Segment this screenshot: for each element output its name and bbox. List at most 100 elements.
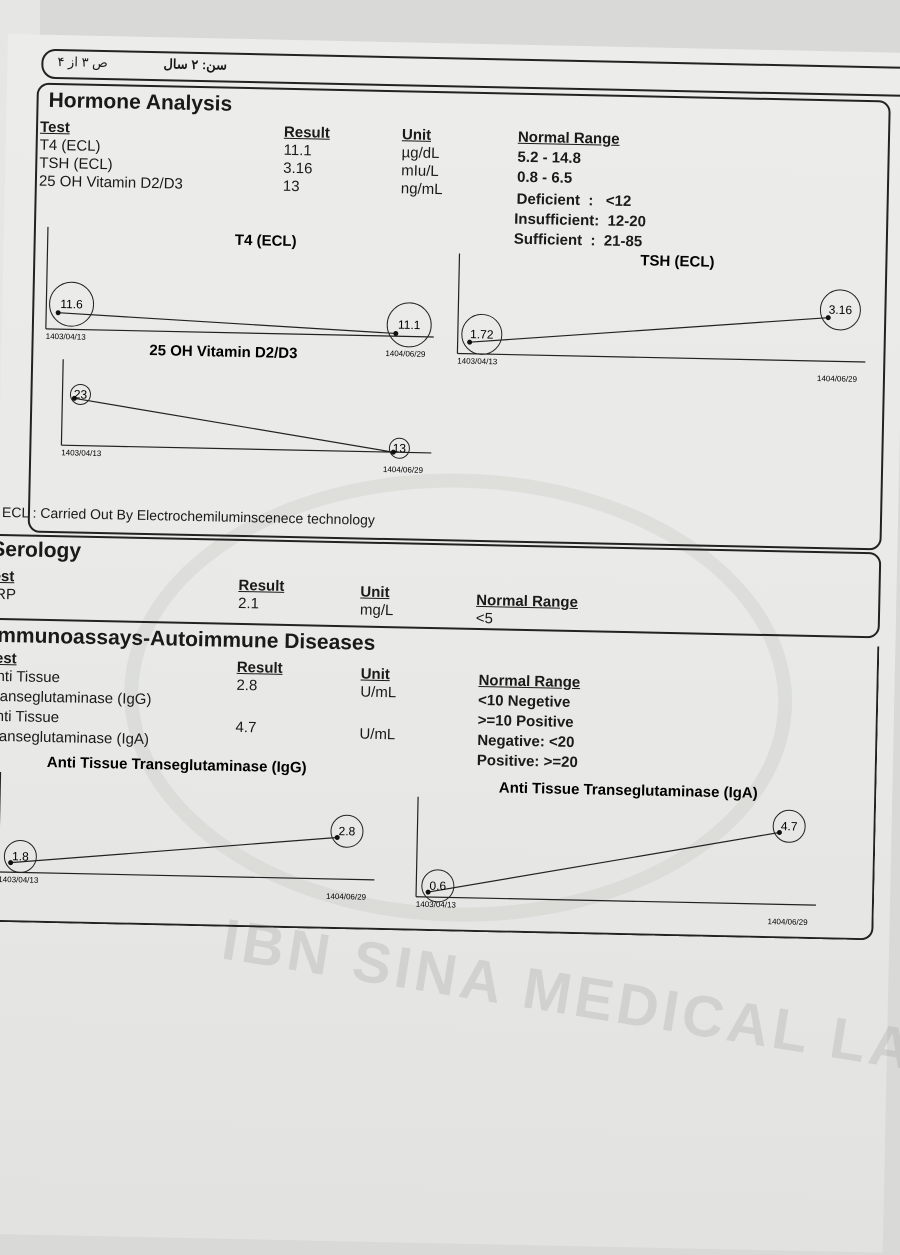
data-label: 1.72: [470, 327, 494, 341]
report-page: IBN SINA MEDICAL LAB. ص ۳ از ۴ سن: ۲ سال…: [0, 34, 900, 1253]
test-range: <10 Negetive: [477, 691, 571, 711]
test-range: 5.2 - 14.8: [517, 148, 582, 168]
patient-age: سن: ۲ سال: [163, 56, 228, 73]
test-name: CRP: [0, 585, 17, 604]
y-axis: [60, 359, 64, 446]
data-point: [425, 889, 431, 895]
x-axis: [0, 871, 375, 881]
data-bubble: [330, 814, 364, 848]
chart-t4: T4 (ECL) 11.6 1403/04/13 11.1 1404/06/29: [45, 226, 434, 359]
test-result: 11.1: [283, 141, 312, 160]
page-number: ص ۳ از ۴: [57, 54, 109, 71]
data-label: 23: [74, 387, 88, 401]
x-tick-label: 1403/04/13: [0, 875, 39, 885]
test-result: 13: [282, 177, 300, 196]
data-point: [467, 339, 473, 345]
data-label: 4.7: [781, 819, 798, 833]
y-axis: [0, 771, 2, 872]
col-result: Result: [238, 576, 285, 595]
data-label: 1.8: [12, 849, 29, 863]
range-insufficient: Insufficient: 12-20: [514, 210, 647, 231]
test-name: 25 OH Vitamin D2/D3: [38, 172, 184, 193]
data-point: [825, 315, 831, 321]
test-range: 0.8 - 6.5: [516, 168, 573, 187]
y-axis: [45, 226, 49, 329]
test-range: Deficient : <12: [516, 190, 632, 211]
data-bubble: [461, 313, 503, 355]
chart-igg: Anti Tissue Transeglutaminase (IgG) 1.8 14…: [0, 754, 375, 902]
data-bubble: [421, 869, 455, 903]
test-name: Transeglutaminase (IgA): [0, 727, 150, 749]
section-title: Hormone Analysis: [48, 88, 233, 116]
test-unit: mg/L: [359, 601, 394, 620]
chart-title: T4 (ECL): [235, 232, 297, 250]
test-range: >=10 Positive: [477, 711, 574, 731]
series-line: [428, 831, 780, 893]
data-bubble: [69, 383, 91, 405]
x-tick-label: 1403/04/13: [46, 332, 87, 342]
section-title: Serology: [0, 537, 82, 563]
test-name: Anti Tissue: [0, 707, 60, 727]
data-point: [390, 449, 396, 455]
immuno-section: Immunoassays-Autoimmune Diseases Test An…: [0, 624, 880, 941]
data-bubble: [3, 839, 37, 873]
col-test: Test: [0, 567, 15, 586]
data-point: [55, 310, 61, 316]
data-bubble: [386, 302, 432, 348]
test-range: Negative: <20: [477, 731, 575, 752]
test-name: T4 (ECL): [39, 136, 101, 155]
x-axis: [457, 352, 866, 363]
data-label: 11.6: [60, 297, 83, 311]
col-range: Normal Range: [476, 591, 579, 612]
test-unit: ng/mL: [400, 180, 443, 199]
col-range: Normal Range: [478, 671, 581, 692]
chart-iga: Anti Tissue Transeglutaminase (IgA)0.614…: [415, 779, 816, 927]
data-label: 2.8: [338, 824, 355, 838]
col-range: Normal Range: [517, 128, 620, 148]
y-axis: [456, 253, 461, 354]
x-axis: [61, 444, 432, 454]
test-name: TSH (ECL): [39, 154, 113, 174]
data-label: 11.1: [398, 318, 421, 332]
x-tick-label: 1404/06/29: [817, 374, 858, 384]
x-tick-label: 1404/06/29: [326, 892, 367, 902]
test-result: 3.16: [283, 159, 313, 178]
data-bubble: [772, 809, 806, 843]
chart-title: TSH (ECL): [640, 252, 715, 271]
y-axis: [415, 796, 419, 897]
footnote: ECL : Carried Out By Electrochemiluminsc…: [1, 503, 376, 528]
test-range: Positive: >=20: [476, 751, 578, 772]
test-result: 2.1: [237, 594, 260, 613]
test-unit: mIu/L: [401, 162, 439, 181]
data-label: 13: [393, 441, 407, 455]
col-unit: Unit: [401, 126, 432, 144]
data-bubble: [49, 281, 95, 327]
series-line: [74, 397, 394, 453]
data-point: [71, 395, 77, 401]
test-unit: µg/dL: [401, 144, 440, 163]
series-line: [469, 317, 829, 343]
hormone-section: Hormone Analysis Test Result Unit Normal…: [2, 82, 891, 551]
series-line: [10, 836, 338, 864]
col-result: Result: [236, 658, 283, 677]
x-axis: [416, 896, 816, 906]
data-point: [8, 860, 14, 866]
chart-title: Anti Tissue Transeglutaminase (IgG): [47, 754, 307, 776]
test-unit: U/mL: [360, 683, 397, 702]
data-point: [334, 834, 340, 840]
col-unit: Unit: [360, 665, 391, 684]
x-tick-label: 1403/04/13: [416, 900, 457, 910]
data-point: [393, 330, 399, 336]
col-test: Test: [0, 649, 17, 668]
chart-title: 25 OH Vitamin D2/D3: [149, 342, 297, 362]
col-test: Test: [39, 118, 70, 137]
data-point: [776, 829, 782, 835]
x-tick-label: 1404/06/29: [767, 917, 808, 927]
col-unit: Unit: [360, 583, 390, 602]
x-tick-label: 1404/06/29: [383, 465, 424, 475]
x-tick-label: 1403/04/13: [61, 448, 102, 458]
chart-title: Anti Tissue Transeglutaminase (IgA): [499, 779, 758, 801]
x-tick-label: 1404/06/29: [385, 349, 426, 359]
serology-section: Serology Test CRP Result 2.1 Unit mg/L N…: [0, 533, 882, 639]
